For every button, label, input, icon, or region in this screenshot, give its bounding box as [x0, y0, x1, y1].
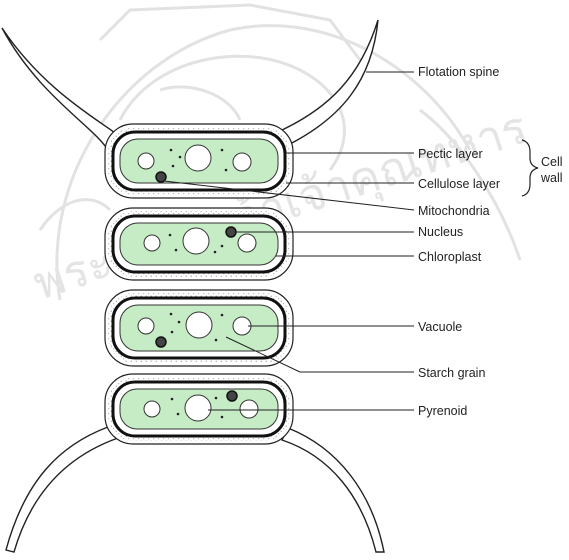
- label-cell-wall-line-2: wall: [540, 171, 563, 185]
- cell-2: [105, 208, 293, 280]
- label-pectic-layer: Pectic layer: [418, 147, 483, 161]
- flotation-spine-top-right: [282, 20, 378, 144]
- cell-1: [105, 124, 293, 198]
- label-mitochondria: Mitochondria: [418, 204, 490, 218]
- flotation-spine-bottom-right: [282, 428, 384, 552]
- label-cellulose-layer: Cellulose layer: [418, 177, 500, 191]
- cell-3: [105, 290, 293, 366]
- label-nucleus: Nucleus: [418, 225, 463, 239]
- cell-4: [105, 374, 293, 444]
- label-flotation-spine: Flotation spine: [418, 65, 499, 79]
- flotation-spine-bottom-left: [6, 427, 118, 552]
- label-cell-wall: Cell wall: [540, 155, 566, 185]
- label-vacuole: Vacuole: [418, 320, 462, 334]
- label-cell-wall-line-1: Cell: [541, 155, 563, 169]
- label-chloroplast: Chloroplast: [418, 250, 482, 264]
- label-starch-grain: Starch grain: [418, 366, 485, 380]
- flotation-spine-top-left: [2, 28, 118, 150]
- label-pyrenoid: Pyrenoid: [418, 404, 467, 418]
